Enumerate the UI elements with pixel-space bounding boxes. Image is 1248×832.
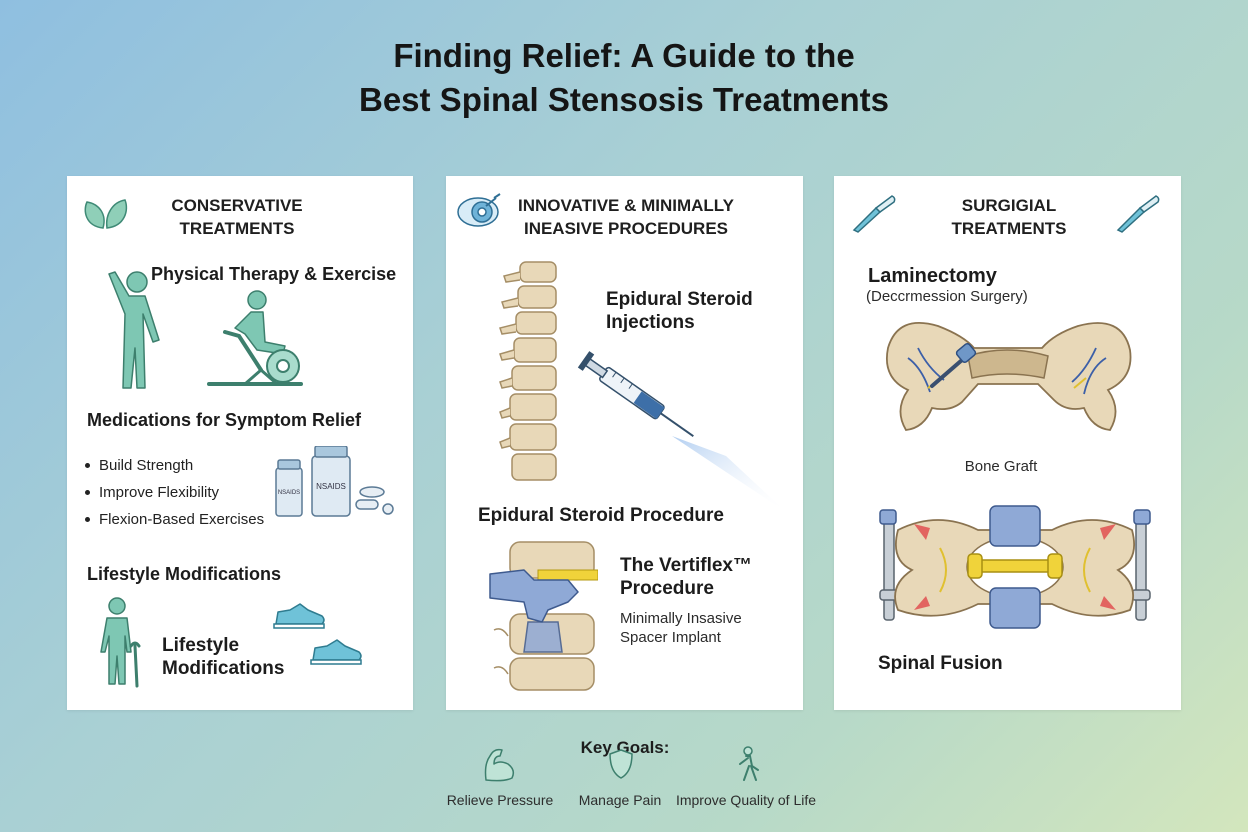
benefit-item-3: Flexion-Based Exercises	[85, 506, 264, 533]
surgical-header: SURGIGIAL TREATMENTS	[924, 194, 1094, 240]
conservative-header: CONSERVATIVE TREATMENTS	[147, 194, 327, 240]
sneaker-icon	[272, 600, 328, 630]
innovative-header-line-1: INNOVATIVE & MINIMALLY	[518, 196, 734, 215]
esi-heading-line-1: Epidural Steroid	[606, 289, 753, 310]
leaves-icon	[81, 196, 131, 232]
laminectomy-subtitle: (Deccrmession Surgery)	[866, 288, 1028, 305]
vertiflex-subtitle-line-1: Minimally Insasive	[620, 610, 742, 627]
lifestyle-label: Lifestyle Modifications	[162, 634, 284, 680]
physical-therapy-heading: Physical Therapy & Exercise	[151, 264, 397, 284]
benefit-text-3: Flexion-Based Exercises	[99, 511, 265, 528]
innovative-header: INNOVATIVE & MINIMALLY INEASIVE PROCEDUR…	[506, 194, 746, 240]
vertiflex-heading-line-1: The Vertiflex™	[620, 555, 752, 576]
bone-graft-label: Bone Graft	[964, 458, 1038, 475]
procedure-heading: Epidural Steroid Procedure	[478, 505, 724, 526]
surgical-header-line-2: TREATMENTS	[951, 219, 1067, 238]
innovative-procedures-panel: INNOVATIVE & MINIMALLY INEASIVE PROCEDUR…	[446, 176, 803, 710]
key-goals-section: Key Goals: Relieve Pressure Manage Pain …	[440, 738, 816, 808]
goal-relieve-pressure: Relieve Pressure	[440, 744, 560, 808]
lifestyle-label-line-1: Lifestyle	[162, 635, 240, 656]
goal-label-quality: Improve Quality of Life	[675, 792, 817, 808]
goal-manage-pain: Manage Pain	[568, 744, 672, 808]
vertiflex-implant-icon	[488, 540, 598, 692]
scalpel-icon-2	[1114, 194, 1164, 234]
conservative-header-line-2: TREATMENTS	[179, 219, 295, 238]
lifestyle-heading: Lifestyle Modifications	[87, 564, 282, 584]
benefit-text-1: Build Strength	[99, 457, 194, 474]
conservative-header-line-1: CONSERVATIVE	[171, 196, 303, 215]
esi-heading: Epidural Steroid Injections	[606, 288, 753, 334]
medical-device-icon	[456, 192, 504, 232]
benefit-item-2: Improve Flexibility	[85, 479, 264, 506]
exercise-bike-icon	[205, 290, 309, 388]
surgical-treatments-panel: SURGIGIAL TREATMENTS Laminectomy (Deccrm…	[834, 176, 1181, 710]
scalpel-icon	[850, 194, 900, 234]
esi-heading-line-2: Injections	[606, 312, 695, 333]
spinal-fusion-illustration	[878, 500, 1158, 630]
vertiflex-subtitle: Minimally Insasive Spacer Implant	[620, 609, 742, 647]
stretching-person-icon	[99, 268, 169, 398]
vertiflex-heading-line-2: Procedure	[620, 578, 714, 599]
shield-icon	[606, 744, 672, 784]
flexed-arm-icon	[480, 744, 560, 784]
medications-heading: Medications for Symptom Relief	[87, 410, 362, 430]
key-goals-heading: Key Goals:	[580, 738, 670, 757]
benefit-item-1: Build Strength	[85, 452, 264, 479]
small-bottle-label: NSAIDS	[277, 490, 301, 496]
vertiflex-subtitle-line-2: Spacer Implant	[620, 629, 721, 646]
benefit-text-2: Improve Flexibility	[99, 484, 220, 501]
goal-label-relieve: Relieve Pressure	[446, 792, 554, 808]
surgical-header-line-1: SURGIGIAL	[961, 196, 1057, 215]
title-line-2: Best Spinal Stensosis Treatments	[358, 81, 889, 118]
walking-person-icon	[730, 744, 818, 784]
large-bottle-label: NSAIDS	[316, 482, 346, 491]
conservative-treatments-panel: CONSERVATIVE TREATMENTS Physical Therapy…	[67, 176, 413, 710]
title-line-1: Finding Relief: A Guide to the	[393, 37, 855, 74]
vertiflex-heading: The Vertiflex™ Procedure	[620, 554, 752, 600]
goal-label-manage: Manage Pain	[578, 792, 662, 808]
sneaker-icon-2	[309, 636, 365, 666]
spine-column-icon	[498, 258, 578, 488]
laminectomy-heading: Laminectomy	[868, 265, 997, 287]
benefits-list: Build Strength Improve Flexibility Flexi…	[85, 452, 264, 533]
lifestyle-label-line-2: Modifications	[162, 658, 285, 679]
goal-quality-of-life: Improve Quality of Life	[674, 744, 818, 808]
elderly-person-cane-icon	[97, 596, 147, 688]
spinal-fusion-heading: Spinal Fusion	[878, 653, 1003, 674]
page-title: Finding Relief: A Guide to the Best Spin…	[0, 34, 1248, 122]
innovative-header-line-2: INEASIVE PROCEDURES	[523, 219, 729, 238]
laminectomy-vertebra-illustration	[878, 308, 1138, 438]
syringe-icon	[576, 336, 796, 516]
medication-bottles-icon: NSAIDS NSAIDS	[272, 446, 402, 518]
